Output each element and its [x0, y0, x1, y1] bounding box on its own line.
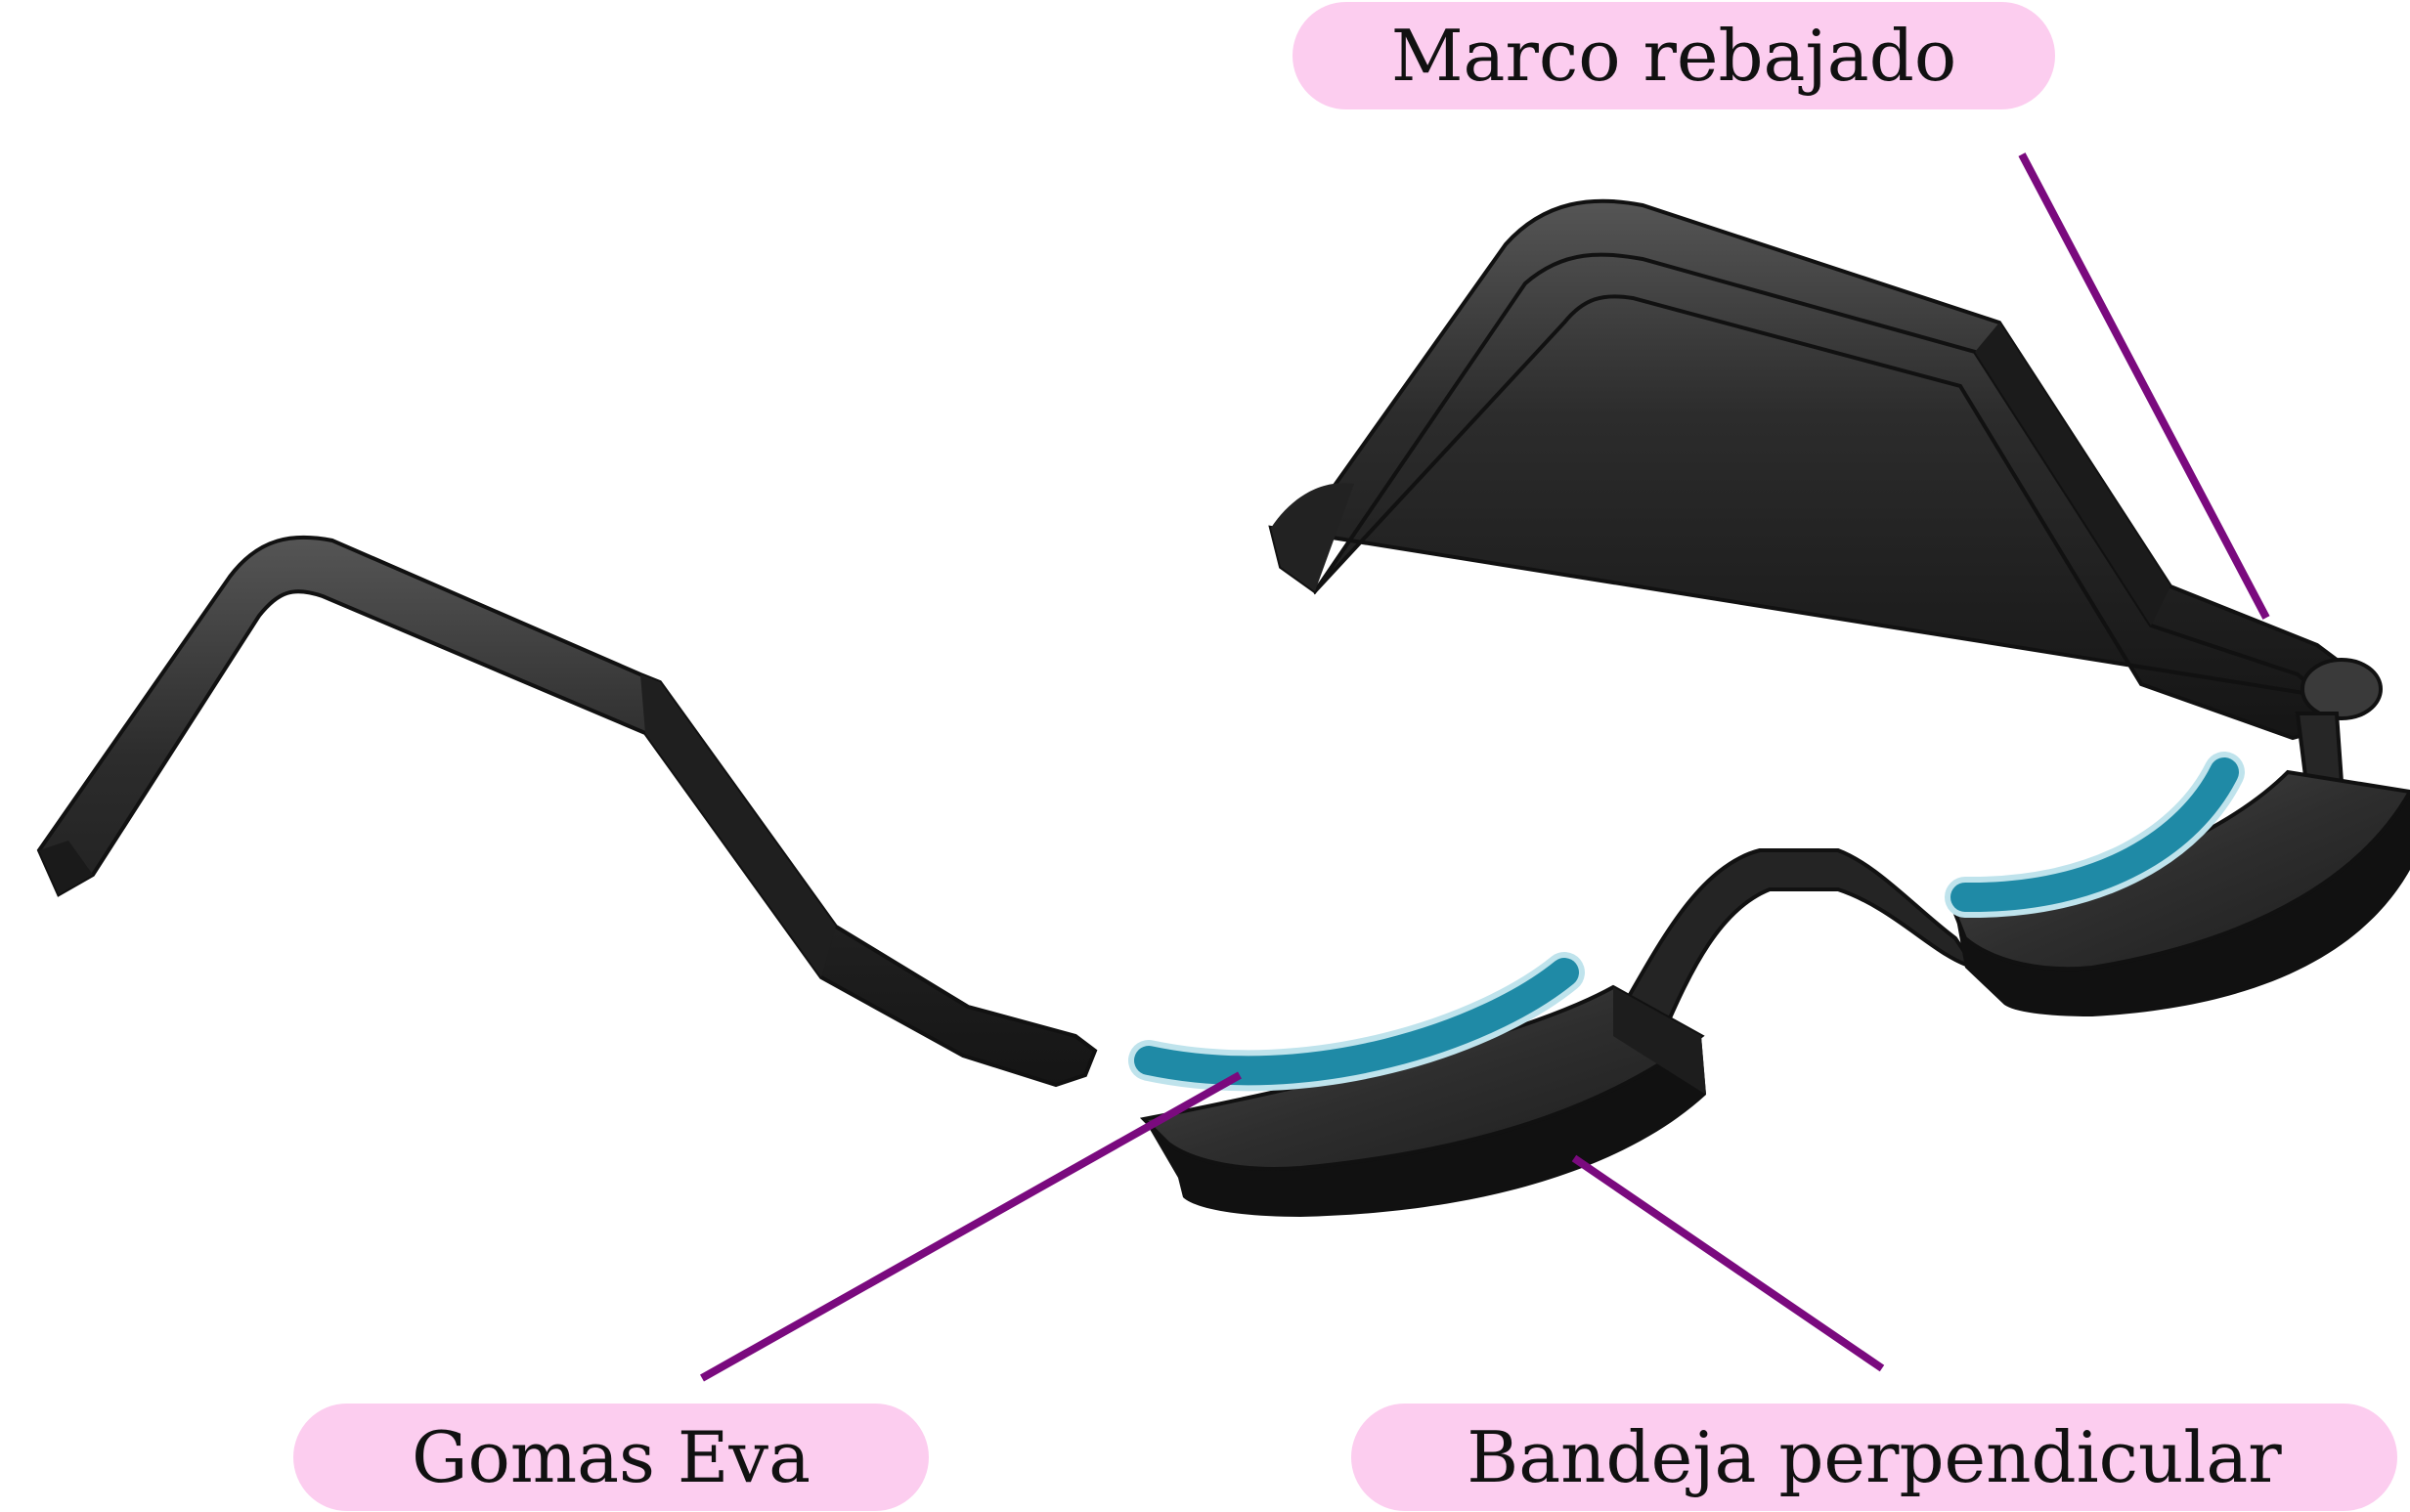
- leader-line-gomas: [702, 1075, 1240, 1378]
- left-temple-arm: [39, 538, 1095, 1085]
- label-gomas-eva-text: Gomas Eva: [412, 1416, 811, 1498]
- label-gomas-eva: Gomas Eva: [293, 1404, 929, 1511]
- leader-line-bandeja: [1574, 1158, 1882, 1368]
- right-temple-arm: [1271, 201, 2381, 738]
- nose-bridge: [1623, 850, 1975, 1036]
- label-marco-rebajado: Marco rebajado: [1293, 2, 2055, 109]
- label-bandeja-perpendicular: Bandeja perpendicular: [1351, 1404, 2397, 1511]
- label-marco-rebajado-text: Marco rebajado: [1391, 15, 1956, 97]
- label-bandeja-perpendicular-text: Bandeja perpendicular: [1467, 1416, 2281, 1498]
